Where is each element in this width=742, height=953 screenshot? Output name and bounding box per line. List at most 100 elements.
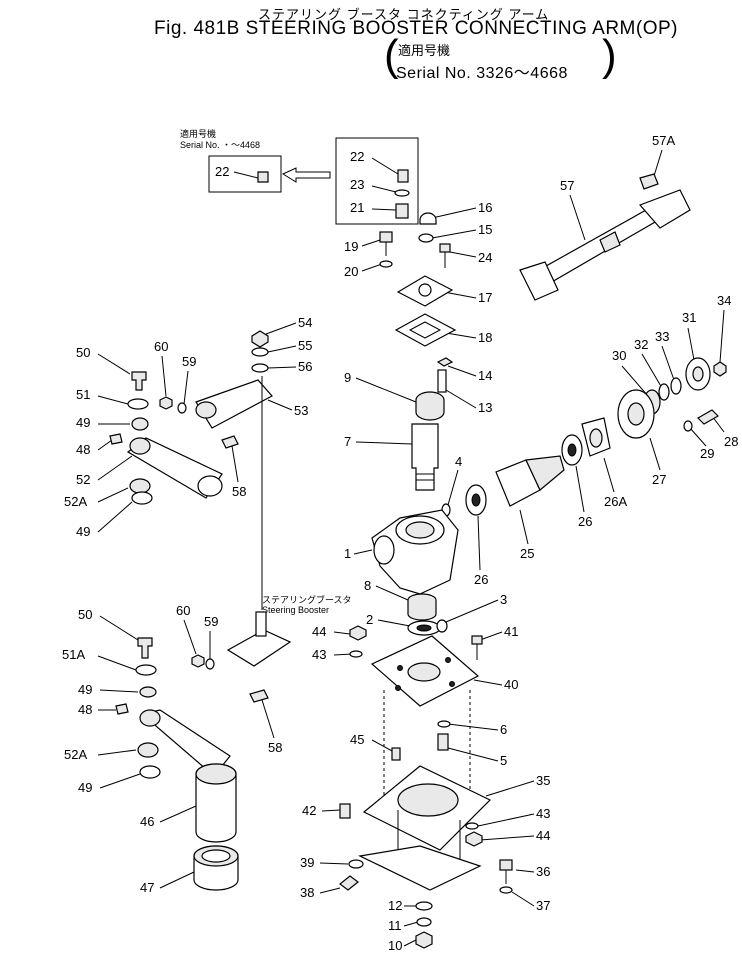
callout-8: 8 — [364, 578, 371, 593]
callout-6: 6 — [500, 722, 507, 737]
callout-47: 47 — [140, 880, 154, 895]
callout-11: 11 — [388, 918, 402, 933]
callout-44-upper: 44 — [312, 624, 326, 639]
top-cover-group: 16 15 19 24 20 17 18 14 — [344, 200, 492, 517]
callout-44-lower: 44 — [536, 828, 550, 843]
callout-25: 25 — [520, 546, 534, 561]
callout-49-b: 49 — [76, 524, 90, 539]
callout-38: 38 — [300, 885, 314, 900]
callout-12: 12 — [388, 898, 402, 913]
callout-34: 34 — [717, 293, 731, 308]
inset-box-left — [208, 155, 282, 193]
bearing-9 — [415, 391, 445, 421]
pedestal-group: 35 43 44 42 39 38 36 37 — [300, 765, 550, 953]
upper-lever-53 — [195, 379, 273, 429]
annotation-jp: ステアリングブースタ — [262, 594, 352, 605]
steering-booster-annotation: ステアリングブースタ Steering Booster — [226, 594, 352, 667]
title-japanese: ステアリング ブースタ コネクティング アーム — [258, 7, 550, 22]
callout-52a-lower: 52A — [64, 747, 87, 762]
callout-7: 7 — [344, 434, 351, 449]
callout-51: 51 — [76, 387, 90, 402]
figure-title: Fig. 481B STEERING BOOSTER CONNECTING AR… — [154, 18, 678, 39]
inset-caption-jp: 適用号機 — [180, 128, 216, 139]
serial-range: Serial No. 3326～4668 — [396, 65, 568, 82]
callout-52a-upper: 52A — [64, 494, 87, 509]
lower-arm-group: 50 60 59 51A 49 48 58 52A — [62, 603, 282, 895]
callout-28: 28 — [724, 434, 738, 449]
callout-24: 24 — [478, 250, 492, 265]
callout-50-lower: 50 — [78, 607, 92, 622]
bearing-8 — [407, 593, 437, 621]
callout-26-right: 26 — [578, 514, 592, 529]
callout-4: 4 — [455, 454, 462, 469]
callout-13: 13 — [478, 400, 492, 415]
callout-58-lower: 58 — [268, 740, 282, 755]
piston-group: 34 31 33 32 30 28 29 27 26 — [465, 293, 738, 587]
callout-30: 30 — [612, 348, 626, 363]
callout-20: 20 — [344, 264, 358, 279]
callout-10: 10 — [388, 938, 402, 953]
callout-56: 56 — [298, 359, 312, 374]
callout-60-upper: 60 — [154, 339, 168, 354]
callout-60-lower: 60 — [176, 603, 190, 618]
gear-housing-group: 1 8 2 3 — [344, 509, 507, 636]
callout-26-left: 26 — [474, 572, 488, 587]
callout-43-lower: 43 — [536, 806, 550, 821]
mounting-bracket-group: 44 43 41 40 6 5 45 — [312, 624, 518, 800]
callout-59-lower: 59 — [204, 614, 218, 629]
annotation-en: Steering Booster — [262, 605, 329, 615]
left-paren: ( — [384, 31, 399, 80]
callout-39: 39 — [300, 855, 314, 870]
callout-49-c: 49 — [78, 682, 92, 697]
callout-23: 23 — [350, 177, 364, 192]
callout-52: 52 — [76, 472, 90, 487]
callout-21: 21 — [350, 200, 364, 215]
callout-57a: 57A — [652, 133, 675, 148]
inset-old-serial: 適用号機 Serial No. ・～4468 22 22 23 21 — [180, 128, 419, 225]
callout-50-upper: 50 — [76, 345, 90, 360]
steering-shaft-assembly: 57A 57 — [519, 133, 691, 301]
inset-box-right — [335, 137, 419, 225]
callout-57: 57 — [560, 178, 574, 193]
callout-32: 32 — [634, 337, 648, 352]
inset-caption-en: Serial No. ・～4468 — [180, 140, 260, 150]
callout-54: 54 — [298, 315, 312, 330]
callout-48-lower: 48 — [78, 702, 92, 717]
right-paren: ) — [602, 31, 617, 80]
callout-37: 37 — [536, 898, 550, 913]
callout-18: 18 — [478, 330, 492, 345]
callout-59-upper: 59 — [182, 354, 196, 369]
callout-43-upper: 43 — [312, 647, 326, 662]
callout-36: 36 — [536, 864, 550, 879]
bolt-22-inset — [257, 171, 269, 183]
callout-3: 3 — [500, 592, 507, 607]
callout-16: 16 — [478, 200, 492, 215]
callout-49-d: 49 — [78, 780, 92, 795]
callout-27: 27 — [652, 472, 666, 487]
callout-19: 19 — [344, 239, 358, 254]
callout-9: 9 — [344, 370, 351, 385]
serial-caption-japanese: 適用号機 — [398, 43, 451, 58]
callout-40: 40 — [504, 677, 518, 692]
pedestal-base-flange — [358, 845, 482, 891]
callout-17: 17 — [478, 290, 492, 305]
callout-22: 22 — [350, 149, 364, 164]
callout-15: 15 — [478, 222, 492, 237]
callout-31: 31 — [682, 310, 696, 325]
callout-58-upper: 58 — [232, 484, 246, 499]
callout-26a: 26A — [604, 494, 627, 509]
callout-1: 1 — [344, 546, 351, 561]
callout-2: 2 — [366, 612, 373, 627]
gasket-18 — [394, 313, 457, 347]
callout-22-inset: 22 — [215, 164, 229, 179]
callout-45: 45 — [350, 732, 364, 747]
callout-55: 55 — [298, 338, 312, 353]
callout-49-a: 49 — [76, 415, 90, 430]
upper-arm-group: 54 55 56 53 50 60 59 51 49 — [64, 315, 312, 610]
callout-48-upper: 48 — [76, 442, 90, 457]
callout-29: 29 — [700, 446, 714, 461]
callout-42: 42 — [302, 803, 316, 818]
callout-5: 5 — [500, 753, 507, 768]
callout-14: 14 — [478, 368, 492, 383]
